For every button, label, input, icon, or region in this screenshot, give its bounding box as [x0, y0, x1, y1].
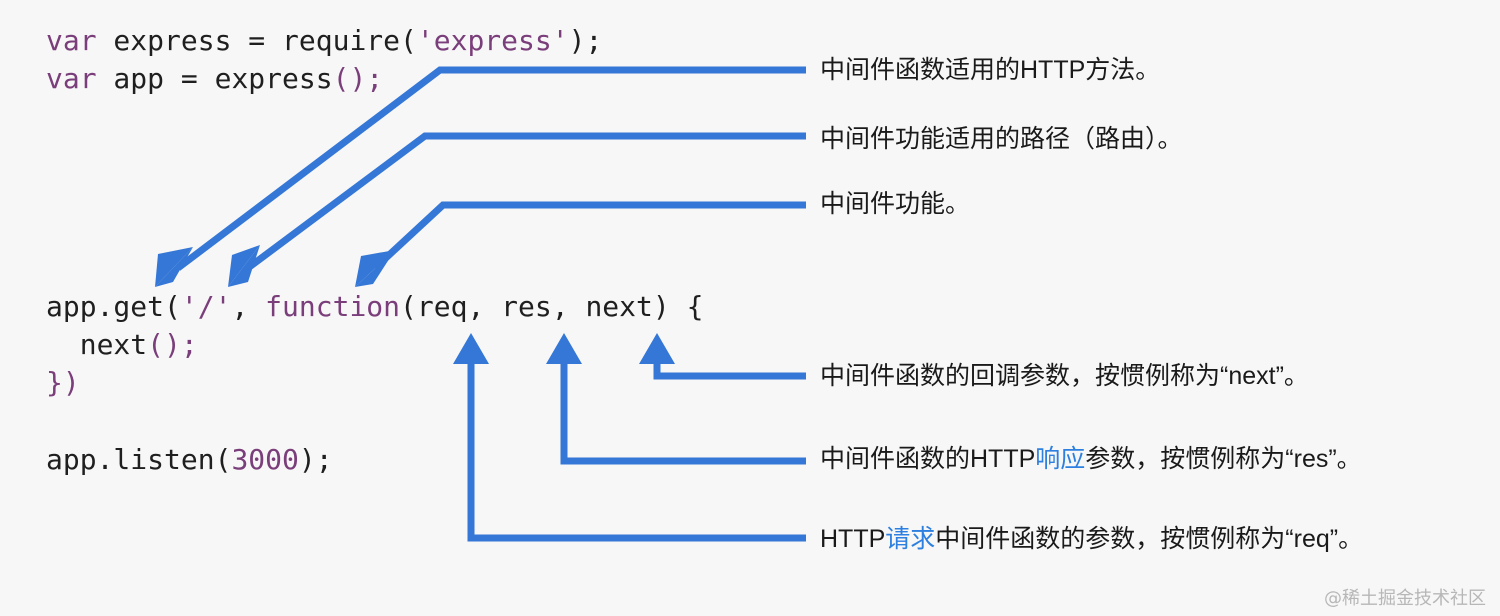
annotation-next-param: 中间件函数的回调参数，按惯例称为“next”。	[820, 362, 1309, 390]
code-line-3: app.get('/', function(req, res, next) {	[46, 290, 704, 323]
code-line-1: var express = require('express');	[46, 24, 603, 57]
annotation-res-param: 中间件函数的HTTP响应参数，按惯例称为“res”。	[820, 445, 1362, 473]
annotation-handler: 中间件功能。	[820, 190, 971, 218]
arrow-path	[245, 132, 806, 271]
arrowhead-res	[546, 333, 582, 364]
arrowhead-method-b	[155, 247, 193, 287]
arrow-res	[560, 360, 806, 465]
code-line-4: next();	[46, 328, 198, 361]
arrowhead-handler-b	[355, 250, 395, 287]
watermark: @稀土掘金技术社区	[1324, 588, 1486, 609]
highlight-request: 请求	[885, 525, 936, 553]
annotation-req-param: HTTP请求中间件函数的参数，按惯例称为“req”。	[820, 525, 1364, 553]
highlight-response: 响应	[1035, 445, 1086, 473]
arrowhead-path-b	[228, 245, 260, 287]
arrow-handler	[372, 201, 806, 271]
arrow-method	[175, 66, 806, 271]
code-line-6: app.listen(3000);	[46, 443, 333, 476]
code-line-5: })	[46, 366, 80, 399]
annotation-path: 中间件功能适用的路径（路由）。	[820, 125, 1183, 153]
annotation-http-method: 中间件函数适用的HTTP方法。	[820, 56, 1161, 84]
arrow-next	[653, 358, 806, 380]
code-line-2: var app = express();	[46, 62, 384, 95]
arrow-req	[467, 360, 806, 542]
arrowhead-next	[639, 333, 675, 364]
arrowhead-req	[453, 333, 489, 364]
